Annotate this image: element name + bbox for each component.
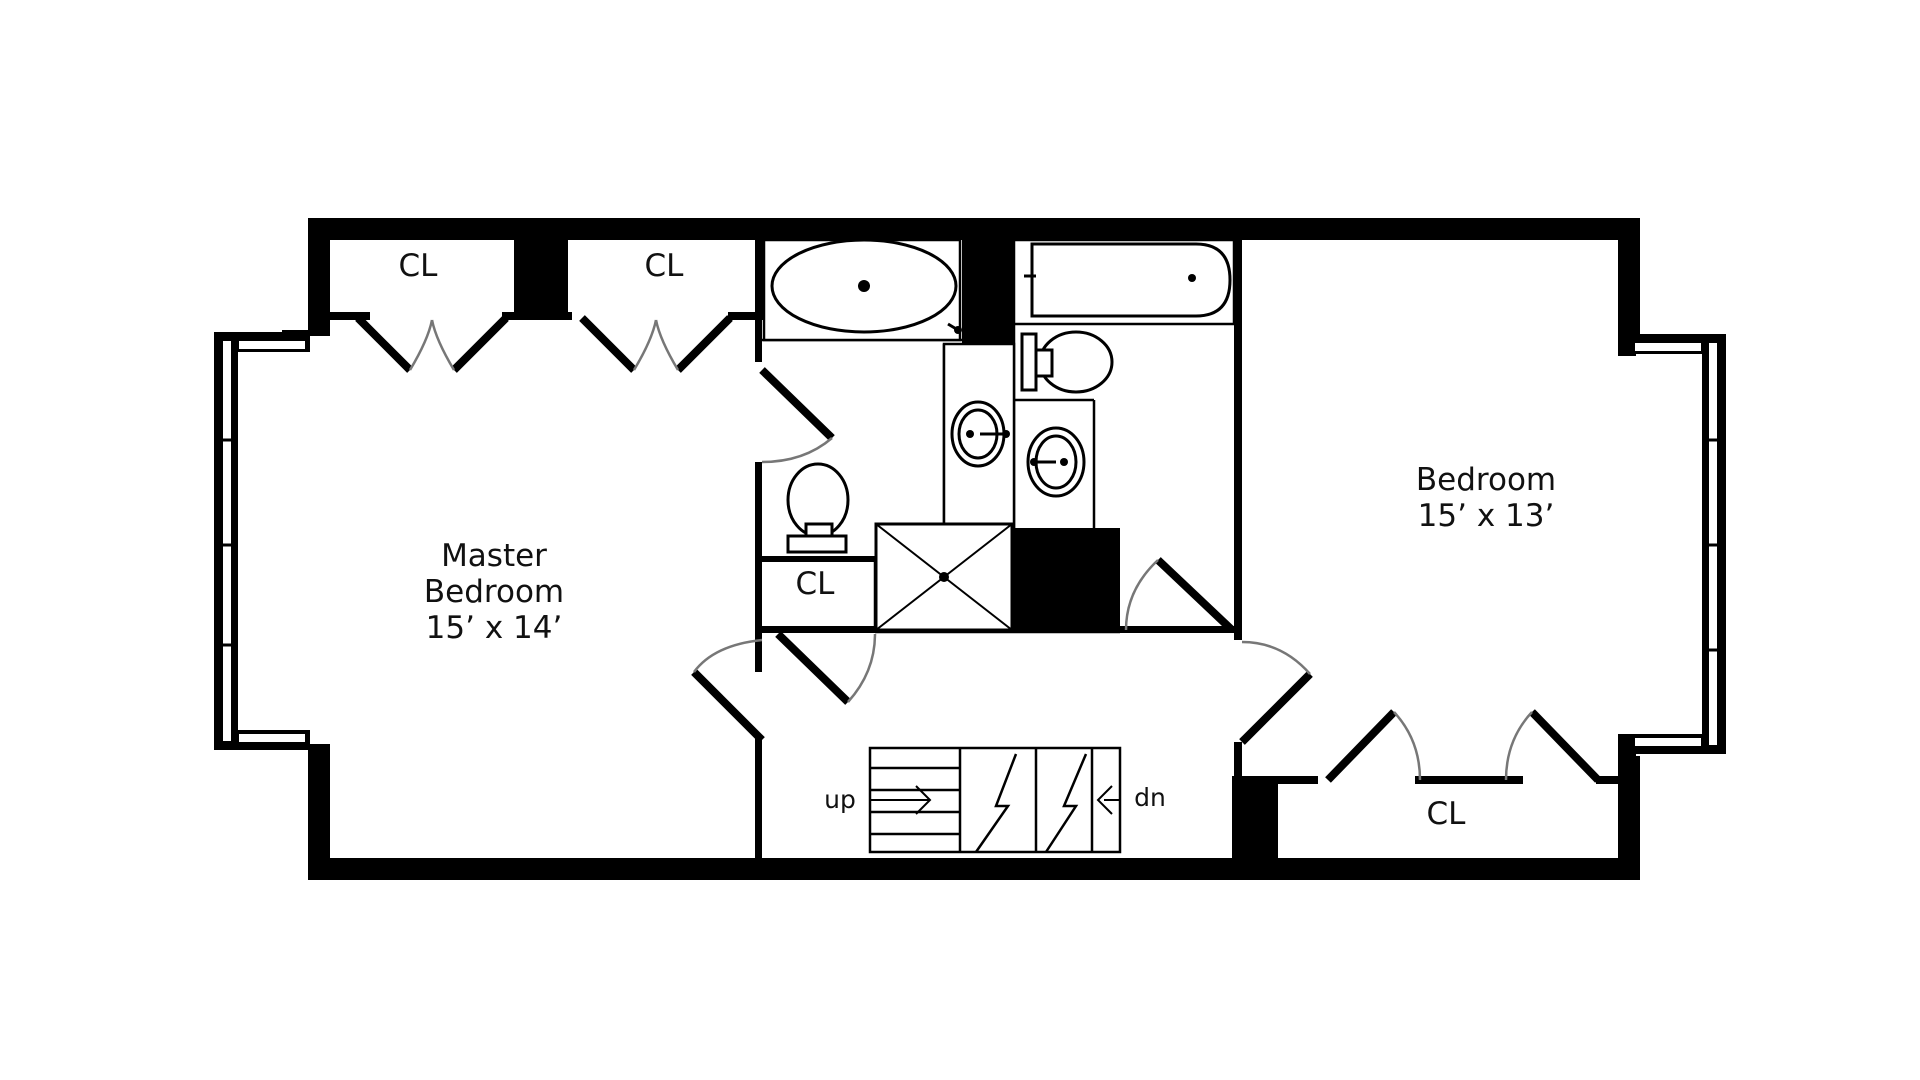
room-doors (691, 367, 1313, 745)
closet-doors (355, 315, 1601, 783)
shower-stall (874, 522, 1014, 632)
master-bedroom-name-line1: Master (441, 538, 547, 574)
toilet-hall-icon (1020, 330, 1114, 394)
bedroom-size: 15’ x 13’ (1418, 498, 1555, 534)
left-bay-window (214, 332, 310, 750)
stairs-up-label: up (824, 785, 856, 814)
closet-label-top-middle: CL (645, 248, 685, 284)
labels: CL CL CL CL Master Bedroom 15’ x 14’ Bed… (399, 248, 1557, 832)
master-bedroom-name-line2: Bedroom (424, 574, 564, 610)
interior-walls (330, 240, 1620, 870)
closet-label-top-left: CL (399, 248, 439, 284)
closet-label-bedroom: CL (1427, 796, 1467, 832)
bath-fixtures (762, 238, 1236, 632)
closet-label-bath: CL (796, 566, 836, 602)
bedroom-name: Bedroom (1416, 462, 1556, 498)
staircase (868, 746, 1122, 854)
master-bedroom-size: 15’ x 14’ (426, 610, 563, 646)
stairs-down-label: dn (1134, 783, 1166, 812)
toilet-master-icon (786, 462, 850, 554)
right-bay-window (1630, 334, 1728, 756)
